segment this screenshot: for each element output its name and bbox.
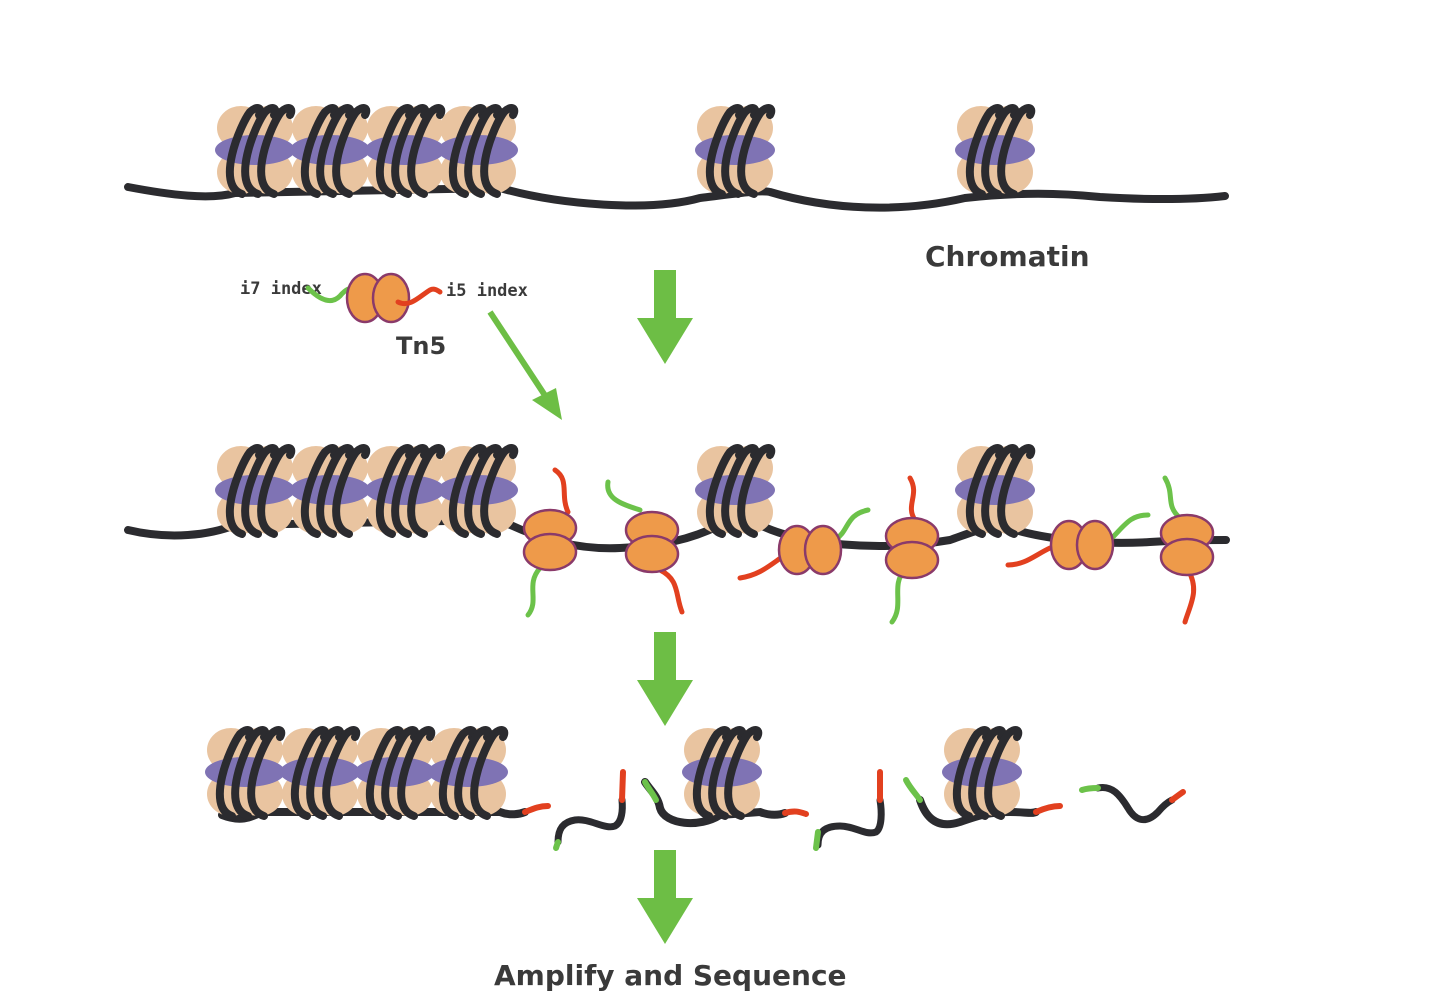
down-arrow-icon [637, 270, 693, 364]
dna-fragment [553, 769, 626, 851]
tn5-transposase-icon [737, 507, 871, 581]
tagmentation-row [124, 446, 1230, 625]
nucleosome-icon [942, 728, 1022, 816]
dna-fragment [1079, 783, 1186, 824]
nucleosome-icon [428, 728, 508, 816]
nucleosome-icon [280, 728, 360, 816]
nucleosome-icon [955, 106, 1035, 194]
dna-strand [124, 183, 1229, 212]
tn5-transposase-icon [1005, 512, 1151, 571]
tn5-transposase-icon [605, 479, 685, 615]
i5-adapter [395, 286, 443, 306]
nucleosome-icon [682, 728, 762, 816]
tn5-transposase-icon [884, 475, 940, 625]
chromatin-label: Chromatin [925, 240, 1090, 273]
final-step-label: Amplify and Sequence [494, 959, 847, 992]
dna-fragment [641, 728, 809, 828]
tn5-transposase-icon [522, 467, 578, 618]
down-arrow-icon [637, 850, 693, 944]
tn5-transposase-icon [1159, 475, 1215, 625]
i5-index-label: i5 index [446, 281, 528, 301]
nucleosome-icon [290, 106, 370, 194]
nucleosome-icon [290, 446, 370, 534]
dna-fragment [903, 728, 1063, 829]
fragments-row [205, 728, 1186, 851]
nucleosome-icon [205, 728, 285, 816]
nucleosome-icon [438, 106, 518, 194]
diagonal-arrow-icon [487, 310, 562, 420]
tn5-transposase-icon [345, 272, 411, 324]
nucleosome-icon [365, 106, 445, 194]
down-arrow-icon [637, 632, 693, 726]
tn5-legend: i7 index i5 index Tn5 [240, 272, 562, 420]
nucleosome-icon [365, 446, 445, 534]
nucleosome-icon [695, 106, 775, 194]
nucleosome-icon [955, 446, 1035, 534]
i7-index-label: i7 index [240, 279, 322, 299]
dna-fragment [813, 769, 885, 851]
tn5-label: Tn5 [396, 332, 446, 360]
nucleosome-icon [215, 106, 295, 194]
nucleosome-icon [215, 446, 295, 534]
nucleosome-icon [355, 728, 435, 816]
chromatin-row: Chromatin [124, 106, 1229, 273]
nucleosome-icon [438, 446, 518, 534]
nucleosome-icon [695, 446, 775, 534]
